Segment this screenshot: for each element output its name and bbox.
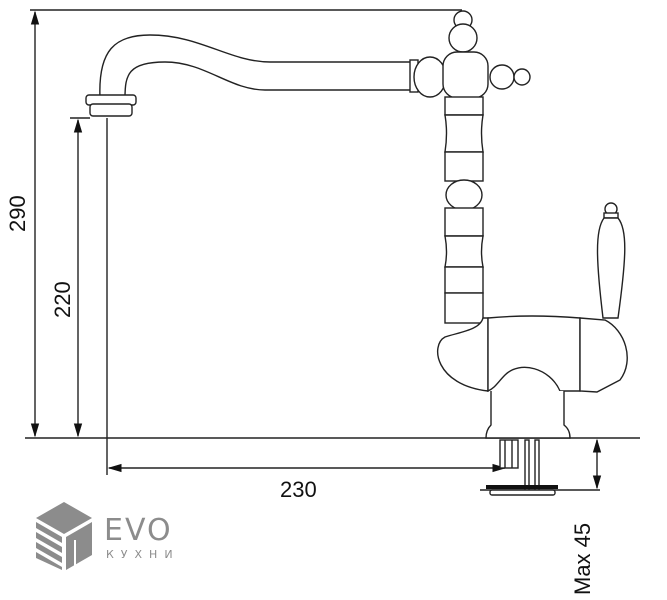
faucet-body (437, 315, 628, 439)
dimension-230-label: 230 (280, 477, 317, 502)
faucet-column (442, 10, 531, 324)
dimension-290-label: 290 (5, 195, 30, 232)
cube-logo-icon (36, 502, 92, 570)
logo-subtitle: КУХНИ (106, 548, 180, 561)
evo-logo: EVO КУХНИ (36, 502, 180, 570)
dimension-220-label: 220 (50, 281, 75, 318)
logo-brand: EVO (104, 513, 173, 548)
dimension-max45-label: Max 45 (570, 523, 595, 595)
mounting-hardware (486, 439, 558, 496)
spout (85, 34, 447, 117)
lever-handle (596, 202, 626, 319)
dimension-lines (25, 9, 640, 491)
